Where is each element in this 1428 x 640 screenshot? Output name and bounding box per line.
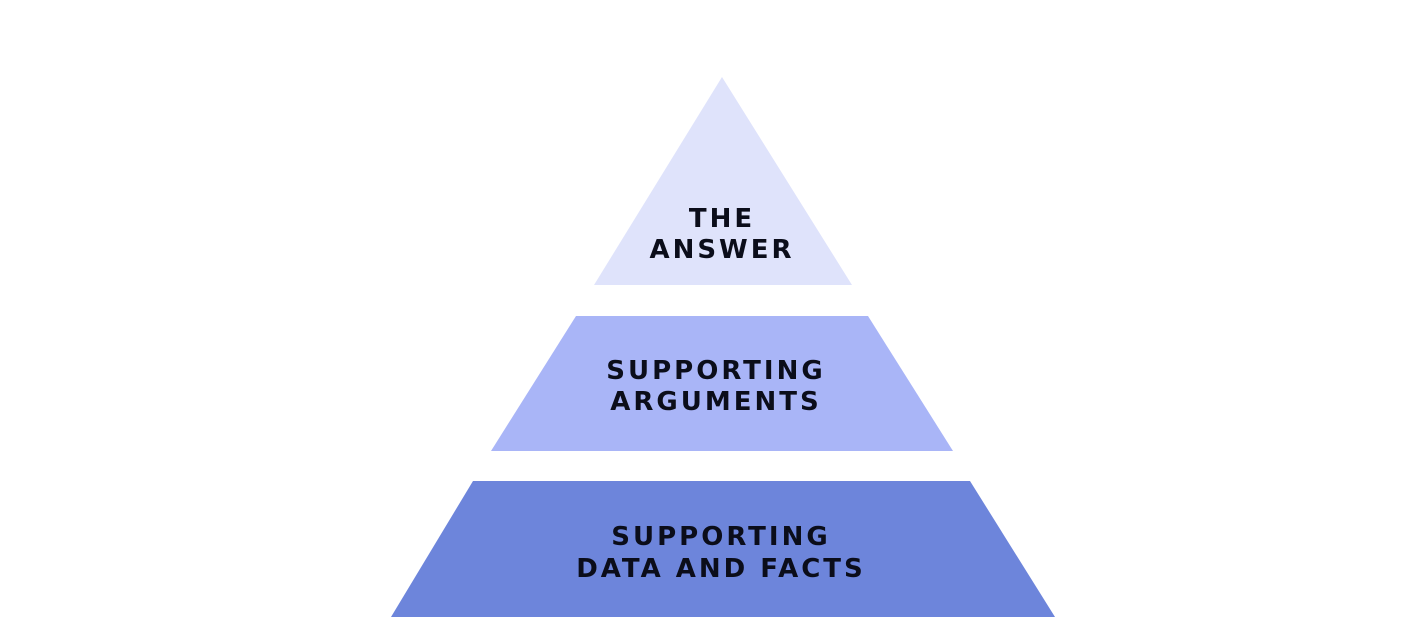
tier-top-label-line-1: THE xyxy=(689,204,755,234)
tier-top: THE ANSWER xyxy=(594,77,852,285)
tier-middle-label-line-2: ARGUMENTS xyxy=(610,387,821,417)
tier-middle-shape xyxy=(491,316,953,451)
tier-bottom-label-line-1: SUPPORTING xyxy=(611,522,830,552)
tier-bottom-label-line-2: DATA AND FACTS xyxy=(576,554,866,584)
tier-middle: SUPPORTING ARGUMENTS xyxy=(491,316,953,451)
tier-top-shape xyxy=(594,77,852,285)
tier-bottom: SUPPORTING DATA AND FACTS xyxy=(391,481,1055,617)
tier-top-label-line-2: ANSWER xyxy=(649,235,794,265)
tier-bottom-shape xyxy=(391,481,1055,617)
tier-middle-label-line-1: SUPPORTING xyxy=(606,356,825,386)
